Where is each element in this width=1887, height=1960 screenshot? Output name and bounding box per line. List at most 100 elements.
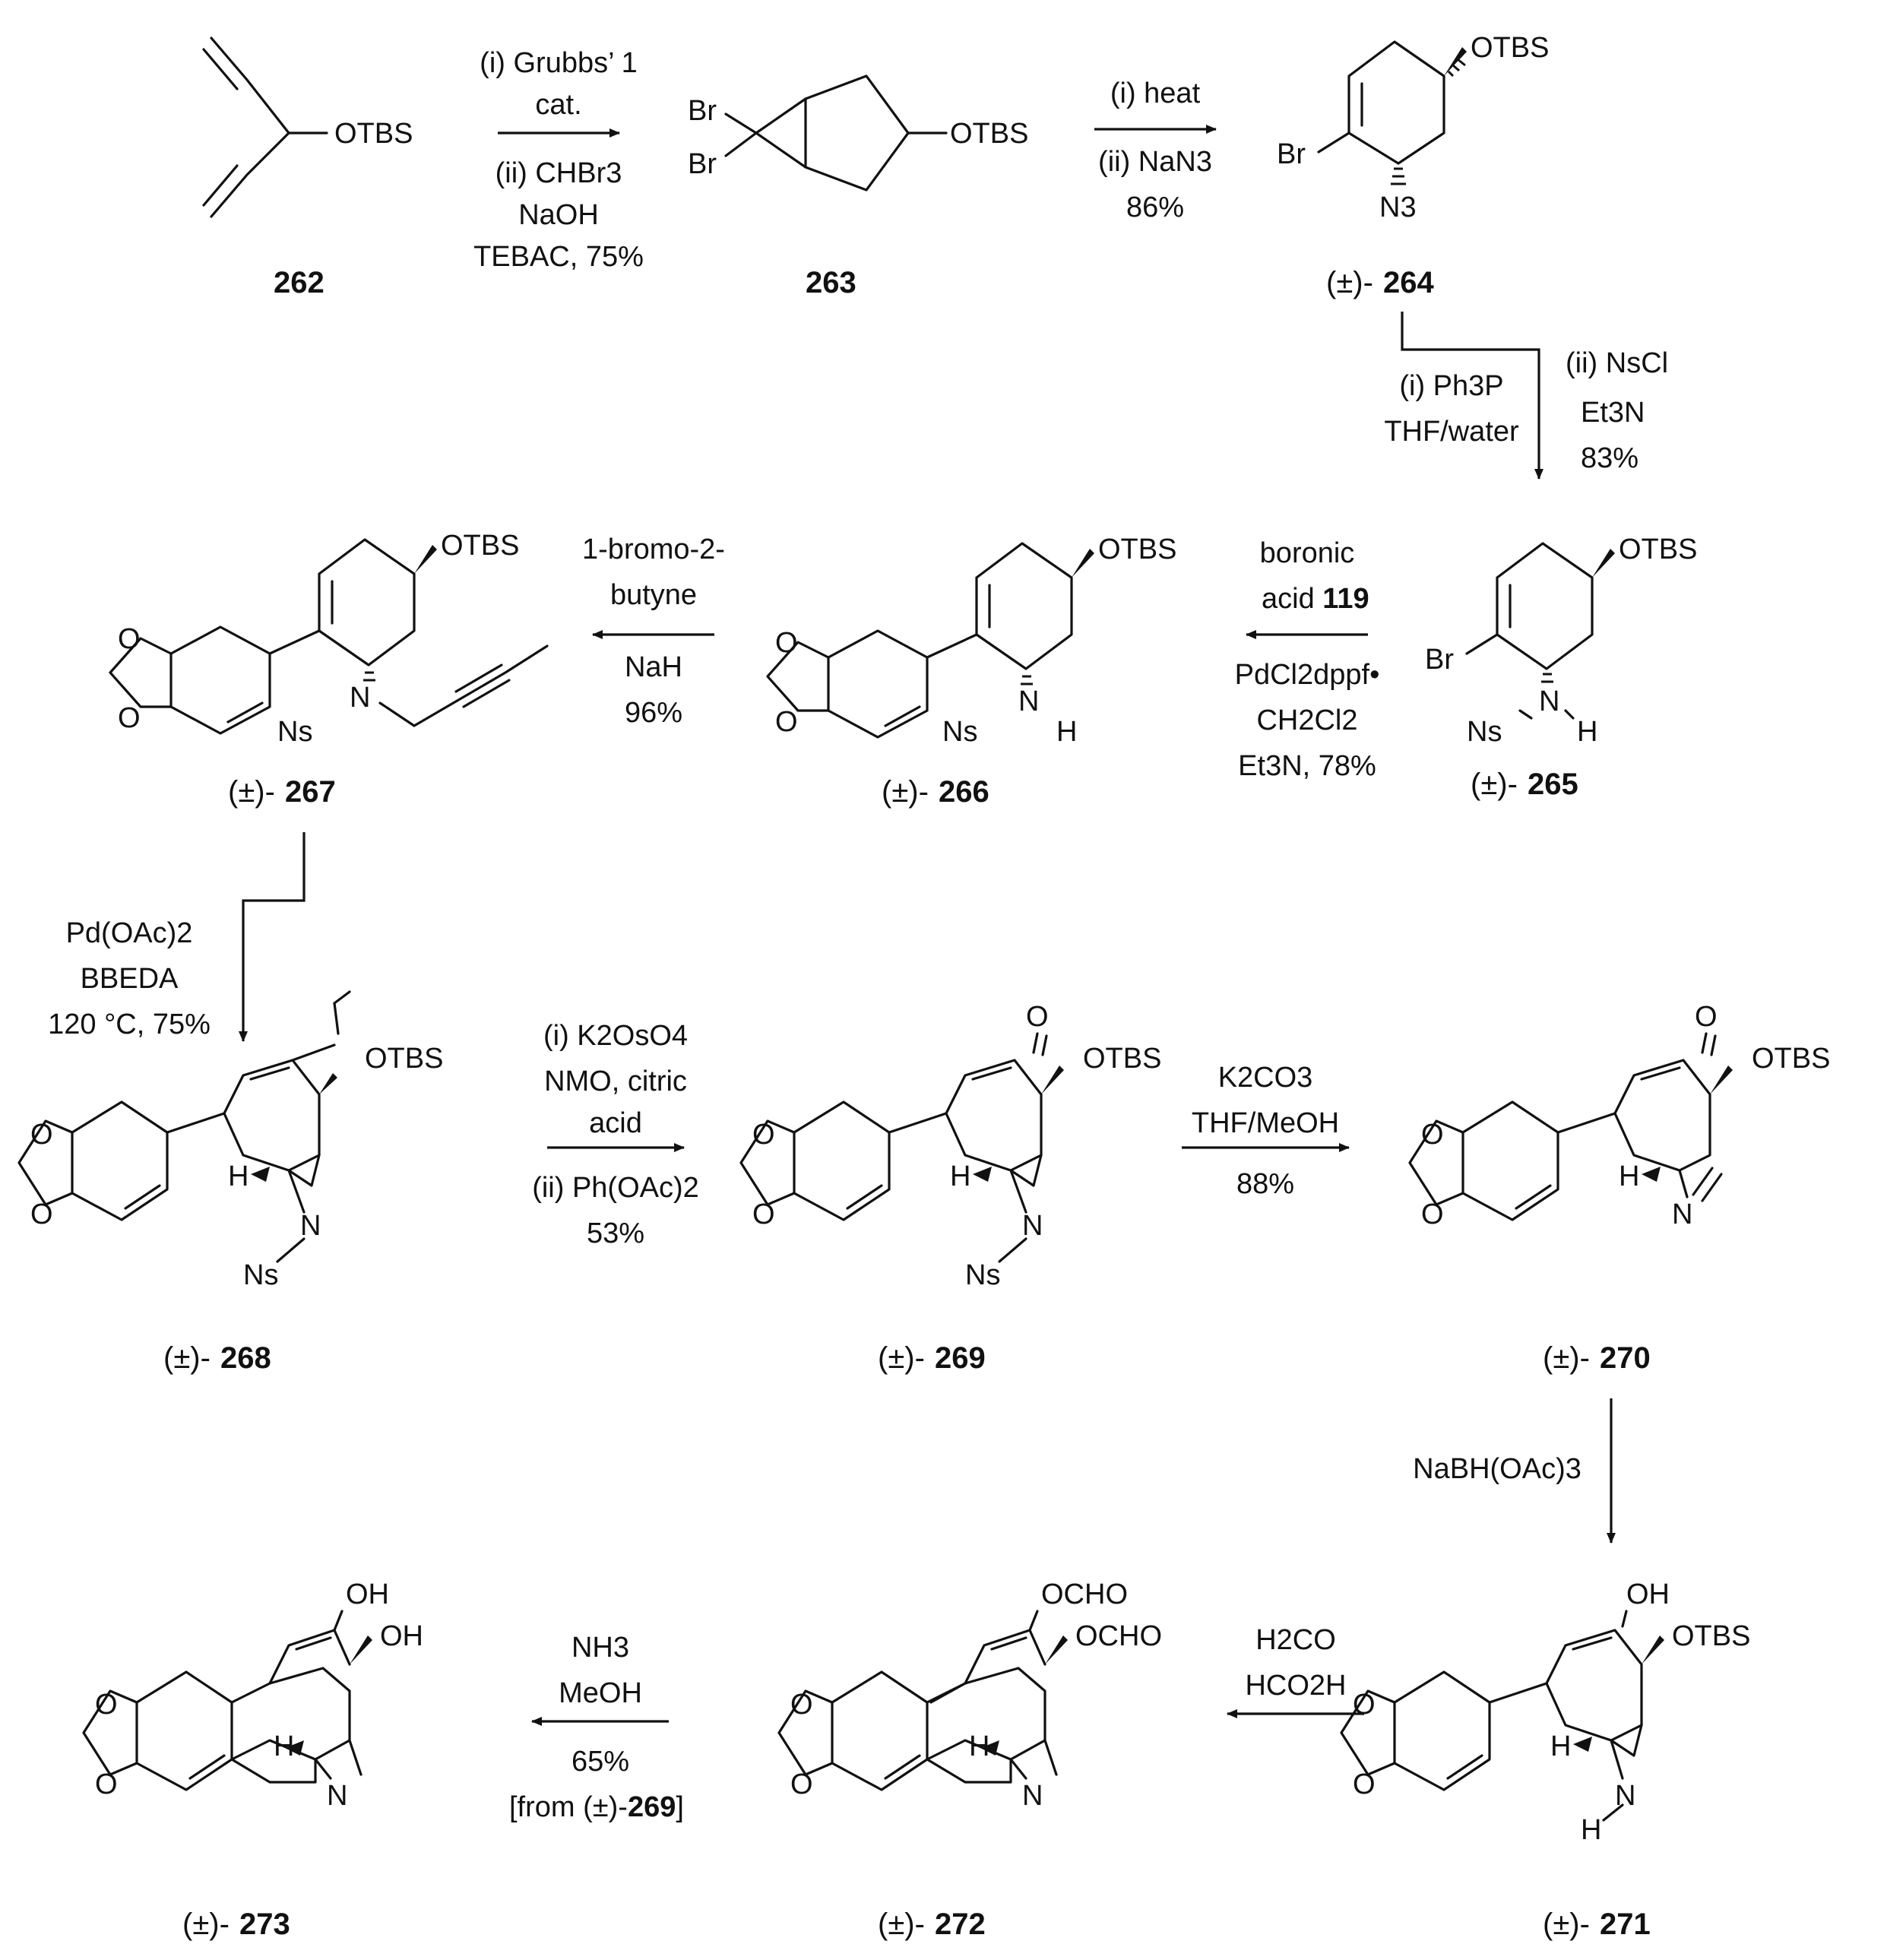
svg-text:OTBS: OTBS xyxy=(1752,1043,1830,1075)
svg-text:(i) heat: (i) heat xyxy=(1110,78,1201,109)
svg-text:PdCl2dppf•: PdCl2dppf• xyxy=(1235,659,1380,691)
svg-text:H: H xyxy=(1056,716,1077,748)
svg-text:O: O xyxy=(95,1689,118,1721)
svg-text:N: N xyxy=(1672,1198,1692,1230)
compound-263-structure: Br Br OTBS xyxy=(688,74,1028,192)
svg-text:65%: 65% xyxy=(571,1746,629,1778)
svg-text:H2CO: H2CO xyxy=(1255,1624,1336,1656)
svg-text:O: O xyxy=(775,627,798,659)
svg-text:H: H xyxy=(1577,716,1597,748)
svg-text:O: O xyxy=(1353,1768,1376,1800)
svg-text:H: H xyxy=(1550,1730,1571,1762)
svg-text:OH: OH xyxy=(1626,1578,1670,1610)
compound-262-structure: OTBS xyxy=(202,36,413,218)
compound-label-273: (±)- 273 xyxy=(182,1908,290,1941)
step1-conditions: (i) Grubbs’ 1 cat. (ii) CHBr3 NaOH TEBAC… xyxy=(473,47,644,273)
svg-text:OTBS: OTBS xyxy=(1098,534,1176,565)
svg-text:(±)-: (±)- xyxy=(1471,768,1518,801)
svg-text:(±)-: (±)- xyxy=(1543,1341,1590,1375)
svg-text:269: 269 xyxy=(935,1341,986,1375)
svg-text:(±)-: (±)- xyxy=(878,1341,925,1375)
svg-text:acid 119: acid 119 xyxy=(1262,583,1369,615)
svg-text:O: O xyxy=(30,1198,53,1230)
svg-text:OTBS: OTBS xyxy=(1471,32,1549,64)
svg-text:(±)-: (±)- xyxy=(1326,266,1373,299)
svg-text:O: O xyxy=(1353,1689,1376,1721)
svg-text:(±)-: (±)- xyxy=(1543,1908,1590,1941)
svg-text:[from (±)-269]: [from (±)-269] xyxy=(509,1791,684,1823)
svg-text:Br: Br xyxy=(1425,644,1454,676)
svg-text:(i) Grubbs’ 1: (i) Grubbs’ 1 xyxy=(480,47,638,79)
svg-text:N: N xyxy=(1022,1780,1043,1812)
svg-text:O: O xyxy=(790,1768,813,1800)
svg-text:HCO2H: HCO2H xyxy=(1245,1670,1346,1702)
svg-text:83%: 83% xyxy=(1581,442,1638,474)
svg-text:Br: Br xyxy=(688,95,717,127)
svg-text:N: N xyxy=(350,682,370,714)
svg-text:CH2Cl2: CH2Cl2 xyxy=(1256,705,1357,736)
svg-text:265: 265 xyxy=(1528,768,1578,801)
svg-text:O: O xyxy=(752,1198,775,1230)
svg-text:TEBAC, 75%: TEBAC, 75% xyxy=(473,241,644,273)
svg-text:K2CO3: K2CO3 xyxy=(1218,1062,1313,1094)
svg-text:NMO, citric: NMO, citric xyxy=(544,1065,687,1097)
compound-label-267: (±)- 267 xyxy=(228,775,336,809)
compound-272-structure: OCHO OCHO O O H N xyxy=(777,1578,1162,1812)
svg-text:(±)-: (±)- xyxy=(163,1341,211,1375)
svg-text:OCHO: OCHO xyxy=(1041,1578,1128,1610)
svg-text:OTBS: OTBS xyxy=(441,530,519,562)
svg-text:cat.: cat. xyxy=(535,89,581,121)
step4-conditions: boronic acid 119 PdCl2dppf• CH2Cl2 Et3N,… xyxy=(1235,537,1380,782)
compound-273-structure: OH OH O O H N xyxy=(82,1578,423,1812)
svg-text:Ns: Ns xyxy=(243,1259,278,1291)
svg-text:OTBS: OTBS xyxy=(950,118,1028,150)
svg-text:Br: Br xyxy=(688,148,717,180)
svg-text:OTBS: OTBS xyxy=(365,1043,443,1075)
compound-271-structure: OH OTBS O O H N H xyxy=(1340,1578,1750,1846)
compound-label-263: 263 xyxy=(806,266,856,299)
svg-text:OCHO: OCHO xyxy=(1075,1620,1162,1652)
svg-text:H: H xyxy=(950,1160,970,1192)
otbs-label: OTBS xyxy=(334,118,413,150)
svg-text:88%: 88% xyxy=(1236,1168,1294,1200)
svg-text:(ii) NsCl: (ii) NsCl xyxy=(1566,347,1668,379)
svg-text:Pd(OAc)2: Pd(OAc)2 xyxy=(66,917,193,949)
svg-text:271: 271 xyxy=(1600,1908,1651,1941)
svg-text:(i) K2OsO4: (i) K2OsO4 xyxy=(543,1020,688,1052)
svg-text:BBEDA: BBEDA xyxy=(81,963,179,995)
svg-text:NaH: NaH xyxy=(625,651,682,683)
svg-text:H: H xyxy=(1581,1814,1601,1846)
svg-text:86%: 86% xyxy=(1126,192,1184,223)
step5-conditions: 1-bromo-2- butyne NaH 96% xyxy=(582,534,725,729)
compound-label-268: (±)- 268 xyxy=(163,1341,271,1375)
step7-conditions: (i) K2OsO4 NMO, citric acid (ii) Ph(OAc)… xyxy=(532,1020,699,1249)
step2-conditions: (i) heat (ii) NaN3 86% xyxy=(1098,78,1212,223)
svg-text:O: O xyxy=(1421,1119,1444,1151)
svg-text:NaBH(OAc)3: NaBH(OAc)3 xyxy=(1413,1453,1581,1485)
svg-text:N: N xyxy=(300,1210,321,1242)
svg-text:Et3N, 78%: Et3N, 78% xyxy=(1238,750,1376,782)
svg-text:N: N xyxy=(1018,686,1039,717)
compound-label-265: (±)- 265 xyxy=(1471,768,1578,801)
svg-text:96%: 96% xyxy=(625,697,682,729)
svg-text:53%: 53% xyxy=(587,1217,644,1249)
svg-text:O: O xyxy=(752,1119,775,1151)
svg-text:OTBS: OTBS xyxy=(1083,1043,1161,1075)
svg-text:1-bromo-2-: 1-bromo-2- xyxy=(582,534,725,565)
svg-text:266: 266 xyxy=(939,775,989,809)
svg-text:270: 270 xyxy=(1600,1341,1651,1375)
svg-text:NH3: NH3 xyxy=(571,1632,629,1664)
svg-text:120 °C, 75%: 120 °C, 75% xyxy=(48,1008,211,1040)
svg-text:N: N xyxy=(327,1780,347,1812)
svg-text:THF/water: THF/water xyxy=(1384,416,1519,448)
svg-text:Ns: Ns xyxy=(965,1259,1000,1291)
compound-269-structure: O OTBS O O H N Ns xyxy=(739,1001,1161,1291)
svg-text:268: 268 xyxy=(220,1341,271,1375)
svg-text:(ii) NaN3: (ii) NaN3 xyxy=(1098,146,1212,178)
svg-text:OH: OH xyxy=(380,1620,423,1652)
svg-text:N: N xyxy=(1022,1210,1043,1242)
step11-conditions: NH3 MeOH 65% [from (±)-269] xyxy=(509,1632,684,1823)
svg-text:267: 267 xyxy=(285,775,336,809)
step9-conditions: NaBH(OAc)3 xyxy=(1413,1453,1581,1485)
